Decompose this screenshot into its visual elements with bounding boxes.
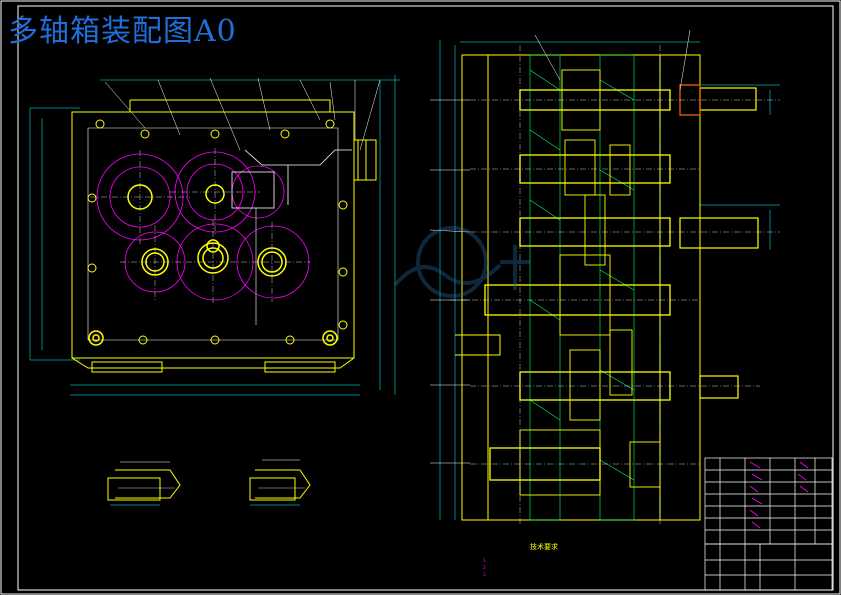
- section-view: [429, 29, 780, 525]
- tech-requirement-1: 1.: [483, 558, 487, 563]
- corner-bolts: [88, 330, 338, 346]
- tech-requirement-3: 3.: [483, 572, 487, 577]
- gear-pitch-circles: [96, 151, 310, 301]
- housing-foot-right: [264, 361, 336, 373]
- detail-view-b: [249, 459, 311, 506]
- shaft-bores: [127, 184, 287, 277]
- section-dimensions: [439, 40, 780, 520]
- title-block-marks: [749, 461, 809, 529]
- drawing-title: 多轴箱装配图A0: [8, 14, 237, 49]
- housing-flange: [71, 357, 355, 369]
- gear-sections: [519, 69, 661, 496]
- front-view-leaders: [104, 77, 381, 151]
- front-view-dimensions: [29, 75, 400, 396]
- title-block: [704, 457, 833, 591]
- front-centerlines: [90, 148, 310, 305]
- section-centerlines: [450, 45, 780, 525]
- input-coupling: [455, 334, 501, 356]
- pump-block: [231, 171, 275, 209]
- watermark-logo-icon: [393, 226, 530, 298]
- section-leaders: [429, 29, 691, 464]
- oil-pipe: [244, 149, 352, 166]
- housing-wall-right: [659, 54, 701, 521]
- detail-view-a: [107, 461, 181, 506]
- section-hatching: [529, 54, 635, 521]
- tech-requirement-2: 2.: [483, 565, 487, 570]
- sheet-inner-frame: [17, 5, 834, 591]
- side-cover: [353, 139, 377, 181]
- shafts: [484, 89, 671, 481]
- front-view: [29, 75, 400, 396]
- top-flange: [129, 99, 331, 112]
- output-shafts: [679, 84, 759, 399]
- housing-outer: [71, 111, 355, 359]
- housing-foot-left: [91, 361, 163, 373]
- tech-requirements-heading: 技术要求: [530, 543, 558, 551]
- housing-bolts: [87, 119, 348, 345]
